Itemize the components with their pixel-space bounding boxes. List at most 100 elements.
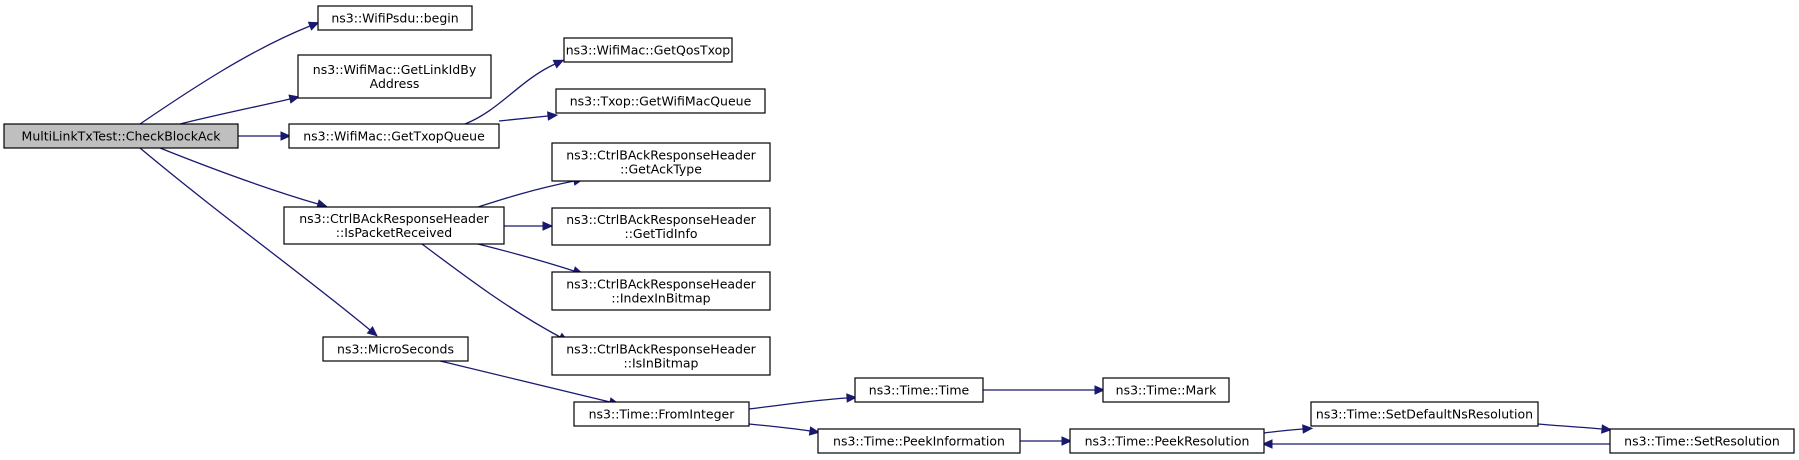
edge-ispacketreceived-to-gettidinfo — [504, 221, 554, 231]
edge-frominteger-to-peekinformation — [748, 423, 821, 436]
node-getacktype[interactable]: ns3::CtrlBAckResponseHeader::GetAckType — [551, 142, 771, 182]
node-label: ::GetTidInfo — [624, 226, 697, 241]
edge-line — [477, 243, 575, 272]
edge-setdefaultnsresolution-to-setresolution — [1537, 423, 1613, 434]
node-box — [317, 5, 473, 31]
edge-arrowhead — [1601, 424, 1613, 434]
edge-check_block_ack-to-gettxopqueue — [238, 131, 292, 141]
node-label: ns3::WifiPsdu::begin — [331, 11, 458, 26]
edge-arrowhead — [366, 326, 378, 337]
node-check-block-ack: MultiLinkTxTest::CheckBlockAck — [3, 123, 239, 149]
node-label: ns3::CtrlBAckResponseHeader — [566, 277, 756, 292]
node-getqostxop[interactable]: ns3::WifiMac::GetQosTxop — [563, 37, 733, 63]
edge-line — [421, 243, 561, 338]
node-box — [555, 88, 766, 114]
node-label: ::IsPacketReceived — [336, 225, 452, 240]
node-getwifimacqueue[interactable]: ns3::Txop::GetWifiMacQueue — [555, 88, 766, 114]
node-box — [297, 54, 492, 99]
edge-arrowhead — [542, 221, 554, 231]
node-box — [573, 401, 750, 427]
node-box — [322, 336, 469, 362]
edge-line — [139, 147, 371, 331]
edge-check_block_ack-to-microseconds — [139, 147, 378, 337]
node-box — [551, 142, 771, 182]
node-isinbitmap[interactable]: ns3::CtrlBAckResponseHeader::IsInBitmap — [551, 336, 771, 376]
edge-arrowhead — [1302, 424, 1314, 434]
node-label: ::GetAckType — [620, 162, 702, 177]
node-wifipsdu-begin[interactable]: ns3::WifiPsdu::begin — [317, 5, 473, 31]
edge-line — [439, 360, 611, 403]
node-frominteger[interactable]: ns3::Time::FromInteger — [573, 401, 750, 427]
node-box — [1102, 377, 1230, 403]
nodes-layer: MultiLinkTxTest::CheckBlockAck ns3::WifiP… — [3, 5, 1795, 454]
node-box — [854, 377, 984, 403]
edge-line — [498, 115, 549, 122]
node-label: ns3::WifiMac::GetQosTxop — [566, 43, 731, 58]
node-peekinformation[interactable]: ns3::Time::PeekInformation — [817, 428, 1021, 454]
node-label: ns3::CtrlBAckResponseHeader — [566, 212, 756, 227]
node-label: ns3::CtrlBAckResponseHeader — [566, 148, 756, 163]
node-box — [551, 207, 771, 246]
node-box — [563, 37, 733, 63]
edge-arrowhead — [547, 111, 559, 121]
edge-ispacketreceived-to-indexinbitmap — [477, 243, 584, 276]
edge-line — [748, 397, 848, 410]
edge-check_block_ack-to-wifipsdu_begin — [139, 21, 320, 125]
node-microseconds[interactable]: ns3::MicroSeconds — [322, 336, 469, 362]
edge-gettxopqueue-to-getwifimacqueue — [498, 111, 559, 122]
node-label: ns3::Time::PeekResolution — [1085, 434, 1250, 449]
edge-line — [179, 98, 291, 125]
node-box — [283, 206, 505, 245]
edges-layer — [139, 21, 1613, 449]
node-indexinbitmap[interactable]: ns3::CtrlBAckResponseHeader::IndexInBitm… — [551, 271, 771, 311]
node-mark[interactable]: ns3::Time::Mark — [1102, 377, 1230, 403]
node-label: ::IndexInBitmap — [611, 291, 710, 306]
node-label: MultiLinkTxTest::CheckBlockAck — [22, 129, 222, 144]
node-box — [817, 428, 1021, 454]
node-gettidinfo[interactable]: ns3::CtrlBAckResponseHeader::GetTidInfo — [551, 207, 771, 246]
node-label: ns3::MicroSeconds — [337, 342, 454, 357]
edge-arrowhead — [552, 59, 565, 69]
edge-arrowhead — [846, 393, 858, 403]
node-box — [551, 271, 771, 311]
node-box — [3, 123, 239, 149]
edge-gettxopqueue-to-getqostxop — [464, 59, 565, 125]
edge-arrowhead — [1094, 385, 1106, 395]
node-label: ns3::Time::SetResolution — [1624, 434, 1780, 449]
edge-peekresolution-to-setdefaultnsresolution — [1263, 424, 1314, 434]
node-label: ns3::WifiMac::GetTxopQueue — [303, 129, 485, 144]
node-label: ::IsInBitmap — [624, 356, 699, 371]
node-ispacketreceived[interactable]: ns3::CtrlBAckResponseHeader::IsPacketRec… — [283, 206, 505, 245]
edge-setresolution-to-peekresolution — [1261, 439, 1610, 449]
node-peekresolution[interactable]: ns3::Time::PeekResolution — [1069, 428, 1265, 454]
node-label: ns3::Time::Time — [869, 383, 970, 398]
node-box — [288, 123, 500, 149]
edge-arrowhead — [808, 426, 821, 436]
edge-ispacketreceived-to-isinbitmap — [421, 243, 570, 342]
edge-line — [477, 180, 575, 208]
edge-line — [748, 423, 811, 432]
node-label: Address — [370, 76, 420, 91]
edge-frominteger-to-time_time — [748, 393, 858, 410]
node-label: ns3::CtrlBAckResponseHeader — [566, 342, 756, 357]
edge-line — [159, 147, 319, 205]
node-setresolution[interactable]: ns3::Time::SetResolution — [1609, 428, 1795, 454]
node-setdefaultnsresolution[interactable]: ns3::Time::SetDefaultNsResolution — [1310, 401, 1539, 427]
node-label: ns3::Time::FromInteger — [589, 407, 736, 422]
node-time-time[interactable]: ns3::Time::Time — [854, 377, 984, 403]
node-gettxopqueue[interactable]: ns3::WifiMac::GetTxopQueue — [288, 123, 500, 149]
node-label: ns3::CtrlBAckResponseHeader — [299, 211, 489, 226]
edge-arrowhead — [1061, 436, 1073, 446]
edge-arrowhead — [1261, 439, 1273, 449]
node-label: ns3::Time::SetDefaultNsResolution — [1316, 407, 1533, 422]
node-label: ns3::Time::Mark — [1116, 383, 1217, 398]
edge-arrowhead — [307, 21, 320, 31]
node-label: ns3::Time::PeekInformation — [833, 434, 1005, 449]
edge-time_time-to-mark — [983, 385, 1106, 395]
edge-check_block_ack-to-getlinkidbyaddress — [179, 94, 300, 125]
node-label: ns3::WifiMac::GetLinkIdBy — [313, 62, 477, 77]
edge-peekinformation-to-peekresolution — [1020, 436, 1073, 446]
edge-line — [139, 25, 311, 125]
node-box — [1310, 401, 1539, 427]
